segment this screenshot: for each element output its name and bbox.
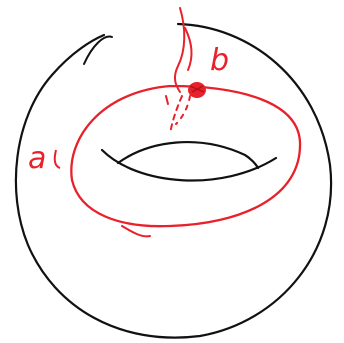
torus-outline-overlap-stroke xyxy=(84,37,112,64)
label-a-tick xyxy=(55,150,60,168)
torus-outer-outline xyxy=(16,24,331,338)
loop-b-upper-strand xyxy=(185,28,192,70)
base-point-dot xyxy=(188,82,206,98)
loop-b-dashed-back-2 xyxy=(176,96,190,124)
label-a: a xyxy=(28,141,46,176)
loop-a-curve xyxy=(71,86,300,226)
loop-b-dashed-back xyxy=(170,96,182,134)
loop-b-left-dash xyxy=(166,96,168,104)
label-b: b xyxy=(210,43,229,78)
loop-a-bottom-stroke xyxy=(122,226,150,236)
hole-lower-curve xyxy=(102,150,276,181)
hole-upper-curve xyxy=(118,142,258,168)
loop-b-solid-front xyxy=(175,8,184,92)
